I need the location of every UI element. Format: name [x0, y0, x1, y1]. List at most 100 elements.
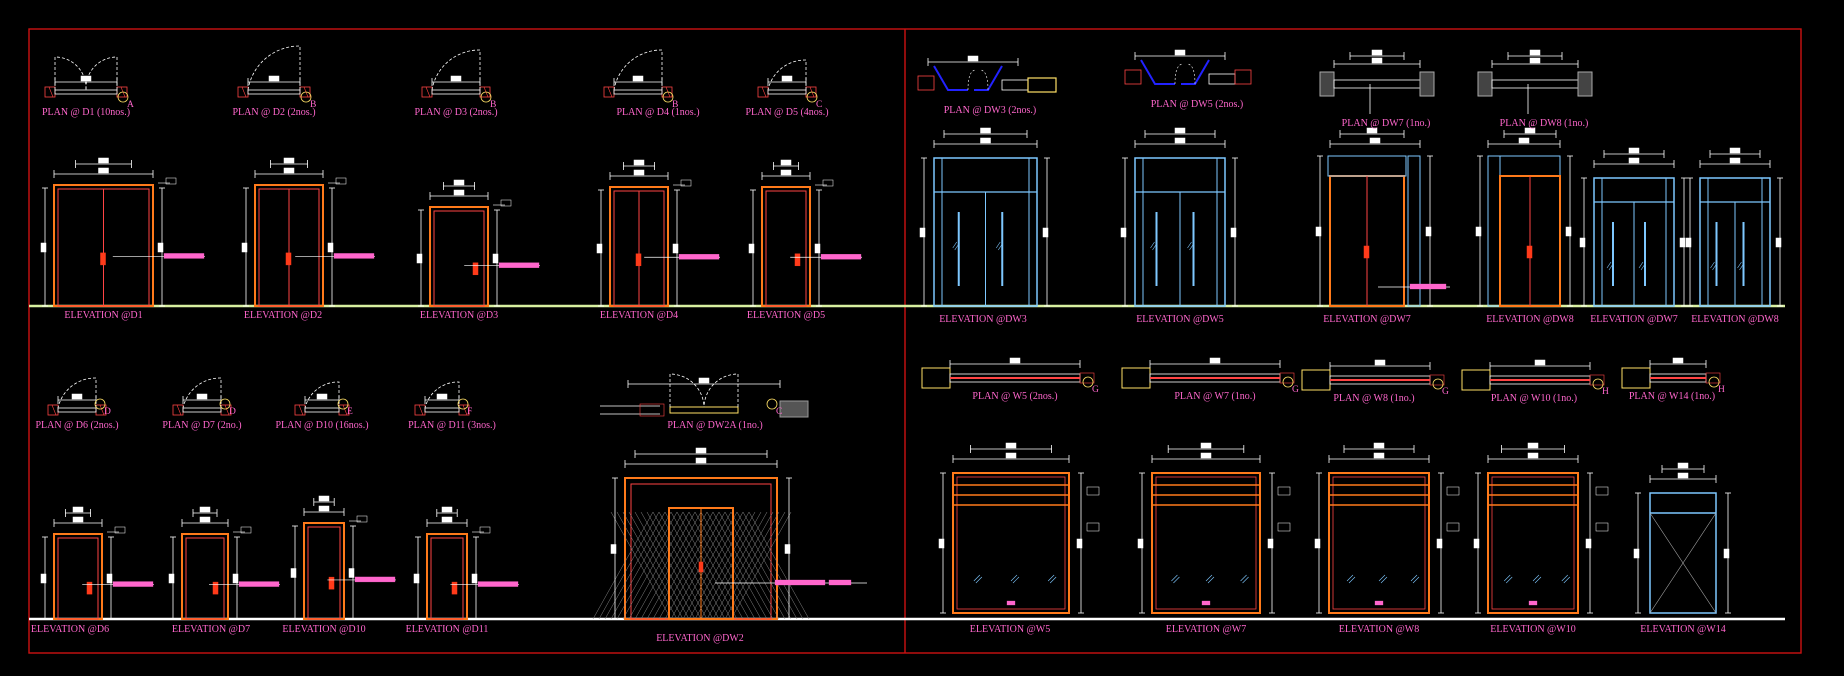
- elevation-label-d4: ELEVATION @D4: [600, 310, 678, 321]
- door-elevation: [40, 506, 154, 620]
- window-plan: [1121, 357, 1295, 389]
- window-elevation: [1473, 442, 1609, 614]
- svg-text:D: D: [229, 407, 236, 417]
- door-elevation: [413, 506, 519, 620]
- door-plan: [421, 49, 491, 98]
- elevation-label-d2: ELEVATION @D2: [244, 310, 322, 321]
- door-elevation: [748, 159, 862, 307]
- plan-label-w10: PLAN @ W10 (1no.): [1491, 393, 1577, 404]
- svg-text:C: C: [776, 407, 782, 417]
- elevation-label-lower-0: ELEVATION @D6: [31, 624, 109, 635]
- door-plan: [603, 49, 673, 98]
- elevation-label-d3: ELEVATION @D3: [420, 310, 498, 321]
- svg-text:D: D: [104, 407, 111, 417]
- plan-label-dw7: PLAN @ DW7 (1no.): [1342, 118, 1431, 129]
- section-tag: D: [94, 398, 111, 417]
- door-elevation: [241, 157, 375, 307]
- glass-door-elevation: [919, 127, 1050, 307]
- door-plan: [47, 377, 107, 416]
- plan-label-lower-2: PLAN @ D10 (16nos.): [275, 420, 368, 431]
- plan-dw3: [917, 55, 1057, 93]
- section-tag: B: [662, 91, 678, 110]
- window-elevation-w14: [1633, 462, 1731, 614]
- plan-dw8: [1477, 49, 1593, 114]
- plan-dw7: [1319, 49, 1435, 114]
- elevation-label-lower-2: ELEVATION @D10: [282, 624, 365, 635]
- svg-text:G: G: [1292, 385, 1299, 395]
- section-tag: G: [1432, 378, 1449, 397]
- plan-label-d4: PLAN @ D4 (1nos.): [616, 107, 699, 118]
- section-tag: E: [337, 398, 353, 417]
- elevation-label-w-3: ELEVATION @W10: [1490, 624, 1575, 635]
- door-plan-dw2a: [600, 373, 809, 418]
- window-plan: [1301, 359, 1445, 391]
- section-tag: H: [1708, 376, 1725, 395]
- plan-label-w7: PLAN @ W7 (1no.): [1174, 391, 1255, 402]
- svg-text:H: H: [1718, 385, 1725, 395]
- door-elevation-dw8: [1475, 127, 1573, 307]
- door-plan: [414, 381, 470, 416]
- elevation-label-d1: ELEVATION @D1: [64, 310, 142, 321]
- glass-door-elevation: [1685, 147, 1783, 307]
- section-tag: D: [219, 398, 236, 417]
- plan-label-w5: PLAN @ W5 (2nos.): [972, 391, 1057, 402]
- plan-label-lower-1: PLAN @ D7 (2no.): [162, 420, 241, 431]
- sheet-border: [28, 28, 1802, 654]
- svg-text:G: G: [1442, 387, 1449, 397]
- plan-label-d5: PLAN @ D5 (4nos.): [745, 107, 828, 118]
- elevation-label-w-2: ELEVATION @W8: [1339, 624, 1419, 635]
- section-tag: B: [300, 91, 316, 110]
- section-tag: H: [1592, 378, 1609, 397]
- svg-text:G: G: [1092, 385, 1099, 395]
- window-plan: [921, 357, 1095, 389]
- elevation-label-lower-3: ELEVATION @D11: [406, 624, 489, 635]
- plan-label-lower-0: PLAN @ D6 (2nos.): [35, 420, 118, 431]
- section-tag: A: [117, 91, 134, 110]
- svg-text:E: E: [347, 407, 353, 417]
- svg-text:B: B: [490, 100, 496, 110]
- section-tag: G: [1282, 376, 1299, 395]
- section-tag: G: [1082, 376, 1099, 395]
- window-plan: [1461, 359, 1605, 391]
- door-plan: [237, 45, 311, 98]
- door-elevation: [168, 506, 280, 620]
- plan-label-lower-3: PLAN @ D11 (3nos.): [408, 420, 496, 431]
- door-elevation-dw7: [1315, 127, 1450, 307]
- section-tag: C: [806, 91, 822, 110]
- svg-text:F: F: [467, 407, 472, 417]
- window-elevation: [938, 442, 1100, 614]
- plan-label-d1: PLAN @ D1 (10nos.): [42, 107, 130, 118]
- svg-text:H: H: [1602, 387, 1609, 397]
- elevation-label-w-0: ELEVATION @W5: [970, 624, 1050, 635]
- plan-label-d3: PLAN @ D3 (2nos.): [414, 107, 497, 118]
- window-elevation: [1137, 442, 1291, 614]
- door-plan: [172, 377, 232, 416]
- door-elevation: [40, 157, 205, 307]
- door-elevation-dw2: [592, 447, 867, 620]
- plan-label-w14: PLAN @ W14 (1no.): [1629, 391, 1715, 402]
- elevation-label-right-top-3: ELEVATION @DW8: [1486, 314, 1574, 325]
- plan-label-d2: PLAN @ D2 (2nos.): [232, 107, 315, 118]
- plan-label-dw3: PLAN @ DW3 (2nos.): [944, 105, 1037, 116]
- door-plan: [757, 59, 817, 98]
- elevation-label-right-top-4: ELEVATION @DW7: [1590, 314, 1678, 325]
- elevation-label-d5: ELEVATION @D5: [747, 310, 825, 321]
- elevation-label-lower-1: ELEVATION @D7: [172, 624, 250, 635]
- elevation-label-right-top-2: ELEVATION @DW7: [1323, 314, 1411, 325]
- elevation-label-right-top-0: ELEVATION @DW3: [939, 314, 1027, 325]
- section-tag: B: [480, 91, 496, 110]
- elevation-label-right-top-5: ELEVATION @DW8: [1691, 314, 1779, 325]
- plan-label-dw2a: PLAN @ DW2A (1no.): [667, 420, 762, 431]
- glass-door-elevation: [1120, 127, 1238, 307]
- window-elevation: [1314, 442, 1460, 614]
- window-plan: [1621, 357, 1721, 389]
- svg-text:C: C: [816, 100, 822, 110]
- plan-label-dw5: PLAN @ DW5 (2nos.): [1151, 99, 1244, 110]
- elevation-label-w-4: ELEVATION @W14: [1640, 624, 1725, 635]
- elevation-label-right-top-1: ELEVATION @DW5: [1136, 314, 1224, 325]
- elevation-label-dw2: ELEVATION @DW2: [656, 633, 744, 644]
- plan-label-dw8: PLAN @ DW8 (1no.): [1500, 118, 1589, 129]
- door-elevation: [416, 179, 540, 307]
- section-tag: C: [766, 398, 782, 417]
